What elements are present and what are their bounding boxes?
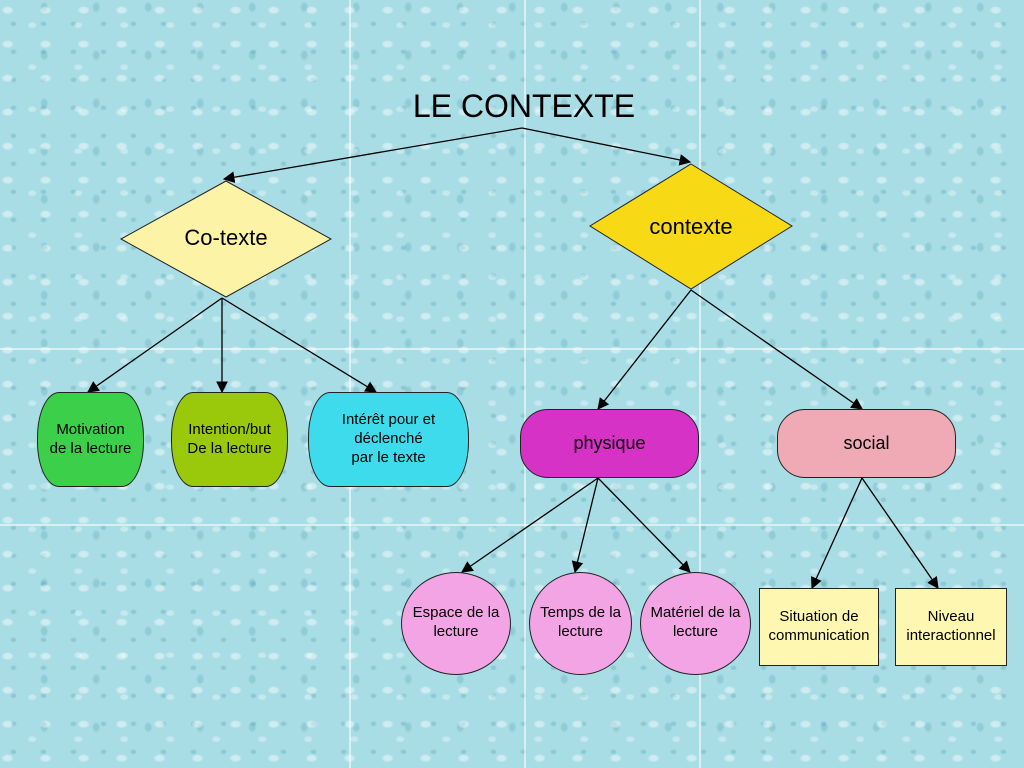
arrow-title-cotexte <box>222 127 523 183</box>
arrow-cotexte-motivation <box>87 297 223 393</box>
arrow-title-contexte <box>521 127 692 166</box>
materiel-label: Matériel de la lecture <box>650 604 741 640</box>
arrow-contexte-physique <box>597 289 692 410</box>
cotexte-diamond: Co-texte <box>120 180 332 298</box>
cotexte-label: Co-texte <box>184 225 268 250</box>
interet-label: Intérêt pour et déclenché par le texte <box>341 411 436 466</box>
arrow-social-niveau <box>861 477 939 589</box>
temps-node: Temps de la lecture <box>529 572 632 675</box>
espace-node: Espace de la lecture <box>401 572 511 675</box>
contexte-label: contexte <box>649 214 733 239</box>
grid-line <box>0 524 1024 526</box>
arrow-physique-temps <box>571 477 599 574</box>
grid-line <box>699 0 701 768</box>
situation-label: Situation de communication <box>768 608 870 644</box>
intention-label: Intention/but De la lecture <box>187 420 272 457</box>
grid-line <box>524 0 526 768</box>
niveau-label: Niveau interactionnel <box>906 608 996 644</box>
social-label: social <box>843 433 890 454</box>
temps-label: Temps de la lecture <box>540 604 621 640</box>
intention-node: Intention/but De la lecture <box>171 392 288 487</box>
espace-label: Espace de la lecture <box>412 604 500 640</box>
grid-line <box>0 348 1024 350</box>
physique-label: physique <box>573 433 646 454</box>
motivation-node: Motivation de la lecture <box>37 392 144 487</box>
arrow-social-situation <box>811 477 863 590</box>
arrow-cotexte-interet <box>221 297 377 393</box>
grid-line <box>349 0 351 768</box>
materiel-node: Matériel de la lecture <box>640 572 751 675</box>
arrow-contexte-social <box>690 289 863 410</box>
situation-node: Situation de communication <box>759 588 879 666</box>
motivation-label: Motivation de la lecture <box>49 420 132 457</box>
arrow-physique-espace <box>461 477 599 573</box>
niveau-node: Niveau interactionnel <box>895 588 1007 666</box>
arrow-physique-materiel <box>597 477 691 573</box>
diagram-title: LE CONTEXTE <box>412 88 636 124</box>
social-node: social <box>777 409 956 478</box>
contexte-diamond: contexte <box>589 163 793 290</box>
interet-node: Intérêt pour et déclenché par le texte <box>308 392 469 487</box>
physique-node: physique <box>520 409 699 478</box>
